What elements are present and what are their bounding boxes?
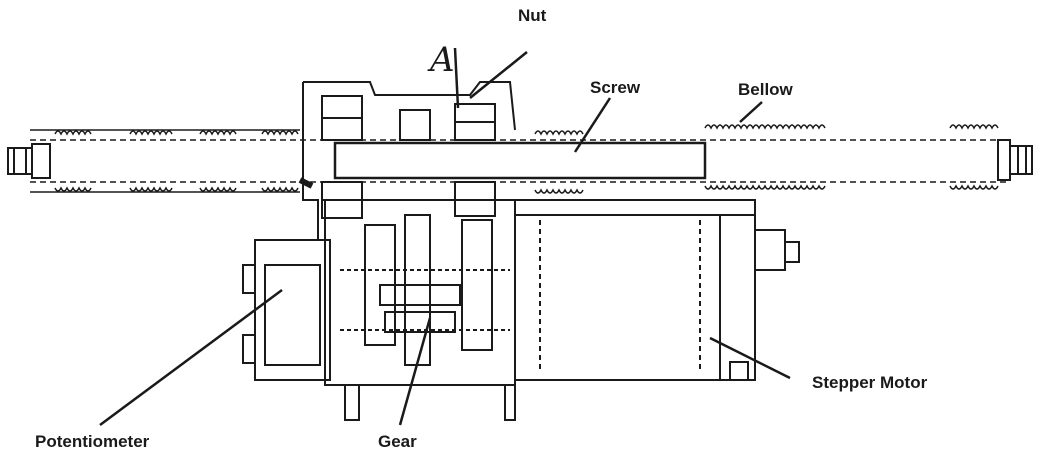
right-end-fitting (997, 139, 1033, 181)
leader-stepper-motor (709, 336, 791, 380)
leader-bellow (739, 101, 763, 123)
label-bellow: Bellow (738, 80, 793, 99)
left-bellows (54, 130, 299, 192)
label-stepper-motor: Stepper Motor (812, 373, 928, 392)
label-nut: Nut (518, 6, 547, 25)
right-bellows (534, 124, 999, 194)
leader-lines (99, 47, 791, 427)
label-screw: Screw (590, 78, 641, 97)
left-end-fitting (7, 143, 51, 179)
stepper-motor-body (514, 199, 800, 381)
section-marker-line (453, 47, 460, 109)
label-gear: Gear (378, 432, 417, 451)
leader-gear (398, 317, 432, 426)
leader-screw (573, 97, 612, 153)
section-marker-a: A (430, 40, 455, 80)
screw-shaft (333, 141, 707, 180)
label-potentiometer: Potentiometer (35, 432, 150, 451)
leader-nut (469, 51, 528, 99)
gearbox-housing (324, 199, 516, 421)
leader-potentiometer (99, 288, 283, 427)
shaft-rails (30, 129, 1010, 193)
